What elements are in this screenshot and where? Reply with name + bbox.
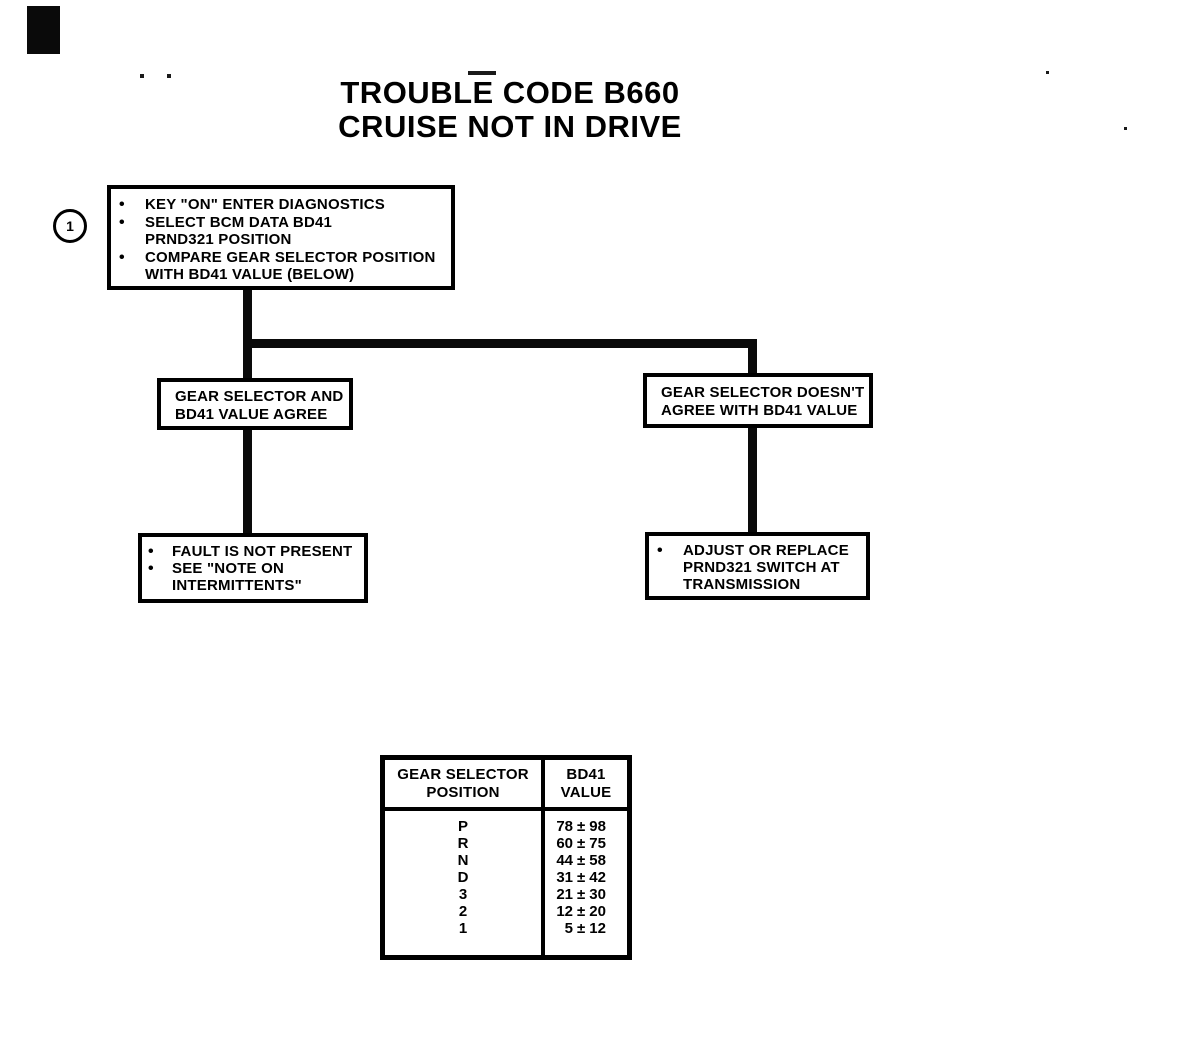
left-outcome-text: SEE "NOTE ON [172, 560, 285, 577]
start-box-text: KEY "ON" ENTER DIAGNOSTICS [145, 196, 386, 213]
connector-to-right-branch [748, 339, 757, 377]
gear-position-cell: P [457, 818, 468, 835]
connector-left-branch-to-outcome [243, 428, 252, 535]
left-branch-line1: GEAR SELECTOR AND [175, 388, 344, 405]
bd41-value-cell: 60±75 [553, 835, 627, 852]
right-outcome-line: TRANSMISSION [657, 576, 866, 593]
right-outcome-line: • ADJUST OR REPLACE [657, 542, 866, 559]
start-box-line: PRND321 POSITION [119, 231, 451, 249]
table-header-value-line2: VALUE [560, 783, 612, 801]
start-box-text: COMPARE GEAR SELECTOR POSITION [145, 248, 436, 266]
bullet-icon: • [119, 213, 125, 231]
table-header-position-line1: GEAR SELECTOR [397, 765, 529, 783]
scan-speck [468, 71, 496, 75]
table-header-value-line1: BD41 [566, 765, 606, 783]
left-branch-box: GEAR SELECTOR AND BD41 VALUE AGREE [157, 378, 353, 430]
bd41-value-cell: 5±12 [553, 920, 627, 937]
bd41-value-cell: 31±42 [553, 869, 627, 886]
gear-position-cell: R [457, 835, 469, 852]
gear-position-cell: 1 [458, 920, 468, 937]
scan-speck [1124, 127, 1127, 130]
scan-speck [140, 74, 144, 78]
table-header-position-line2: POSITION [426, 783, 500, 801]
value-low: 21 [556, 886, 573, 903]
page-title: TROUBLE CODE B660 CRUISE NOT IN DRIVE [290, 76, 730, 144]
plus-minus-sign: ± [577, 818, 586, 835]
right-branch-box: GEAR SELECTOR DOESN'T AGREE WITH BD41 VA… [643, 373, 873, 428]
value-high: 75 [589, 835, 606, 852]
bullet-icon: • [148, 560, 154, 577]
bullet-icon: • [119, 196, 125, 213]
value-high: 30 [589, 886, 606, 903]
scan-speck [1046, 71, 1049, 74]
bd41-value-cell: 12±20 [553, 903, 627, 920]
start-box-line: WITH BD41 VALUE (BELOW) [119, 266, 451, 284]
value-high: 58 [589, 852, 606, 869]
table-header-value: BD41 VALUE [545, 760, 627, 807]
value-low: 60 [556, 835, 573, 852]
start-box-line: • COMPARE GEAR SELECTOR POSITION [119, 249, 451, 267]
scan-artifact-block [27, 6, 60, 54]
gear-position-cell: N [457, 852, 469, 869]
value-low: 5 [564, 920, 573, 937]
plus-minus-sign: ± [577, 920, 586, 937]
left-outcome-line: INTERMITTENTS" [148, 577, 364, 594]
step-number-badge: 1 [53, 209, 87, 243]
connector-horizontal-split [243, 339, 757, 348]
table-body: P R N D 3 2 1 78±98 60±75 44±58 31±42 21… [385, 811, 627, 955]
start-box: • KEY "ON" ENTER DIAGNOSTICS • SELECT BC… [107, 185, 455, 290]
plus-minus-sign: ± [577, 903, 586, 920]
gear-position-cell: 2 [458, 903, 468, 920]
left-outcome-box: • FAULT IS NOT PRESENT • SEE "NOTE ON IN… [138, 533, 368, 603]
left-outcome-line: • SEE "NOTE ON [148, 560, 364, 577]
plus-minus-sign: ± [577, 886, 586, 903]
page-title-line1: TROUBLE CODE B660 [340, 75, 680, 110]
right-outcome-text: ADJUST OR REPLACE [683, 542, 849, 559]
bullet-icon: • [657, 542, 663, 559]
left-outcome-text: FAULT IS NOT PRESENT [172, 543, 353, 560]
start-box-line: • KEY "ON" ENTER DIAGNOSTICS [119, 196, 451, 214]
connector-start-to-split [243, 288, 252, 380]
plus-minus-sign: ± [577, 835, 586, 852]
value-high: 12 [589, 920, 606, 937]
bullet-icon: • [148, 543, 154, 560]
value-low: 12 [556, 903, 573, 920]
bd41-value-cell: 78±98 [553, 818, 627, 835]
value-high: 20 [589, 903, 606, 920]
right-outcome-text: PRND321 SWITCH AT [683, 559, 840, 576]
right-outcome-text: TRANSMISSION [683, 576, 801, 593]
plus-minus-sign: ± [577, 869, 586, 886]
table-header-position: GEAR SELECTOR POSITION [385, 760, 545, 807]
start-box-text: WITH BD41 VALUE (BELOW) [145, 266, 355, 283]
page-title-line2: CRUISE NOT IN DRIVE [338, 109, 682, 144]
right-branch-line1: GEAR SELECTOR DOESN'T [661, 384, 865, 401]
left-outcome-text: INTERMITTENTS" [172, 577, 302, 594]
left-outcome-line: • FAULT IS NOT PRESENT [148, 543, 364, 560]
scan-speck [167, 74, 171, 78]
gear-value-table: GEAR SELECTOR POSITION BD41 VALUE P R N … [380, 755, 632, 960]
right-branch-line2: AGREE WITH BD41 VALUE [661, 402, 858, 419]
start-box-line: • SELECT BCM DATA BD41 [119, 214, 451, 232]
value-low: 44 [556, 852, 573, 869]
left-branch-line2: BD41 VALUE AGREE [175, 406, 328, 423]
bd41-value-cell: 44±58 [553, 852, 627, 869]
plus-minus-sign: ± [577, 852, 586, 869]
gear-position-cell: D [457, 869, 469, 886]
value-low: 78 [556, 818, 573, 835]
table-column-values: 78±98 60±75 44±58 31±42 21±30 12±20 5±12 [545, 811, 627, 955]
table-header-row: GEAR SELECTOR POSITION BD41 VALUE [385, 760, 627, 811]
right-outcome-line: PRND321 SWITCH AT [657, 559, 866, 576]
bullet-icon: • [119, 248, 125, 266]
value-high: 42 [589, 869, 606, 886]
right-outcome-box: • ADJUST OR REPLACE PRND321 SWITCH AT TR… [645, 532, 870, 600]
bd41-value-cell: 21±30 [553, 886, 627, 903]
start-box-text: SELECT BCM DATA BD41 [145, 213, 333, 231]
value-high: 98 [589, 818, 606, 835]
start-box-text: PRND321 POSITION [145, 231, 292, 248]
value-low: 31 [556, 869, 573, 886]
step-number-label: 1 [66, 218, 74, 234]
gear-position-cell: 3 [458, 886, 468, 903]
connector-right-branch-to-outcome [748, 426, 757, 534]
table-column-positions: P R N D 3 2 1 [385, 811, 545, 955]
